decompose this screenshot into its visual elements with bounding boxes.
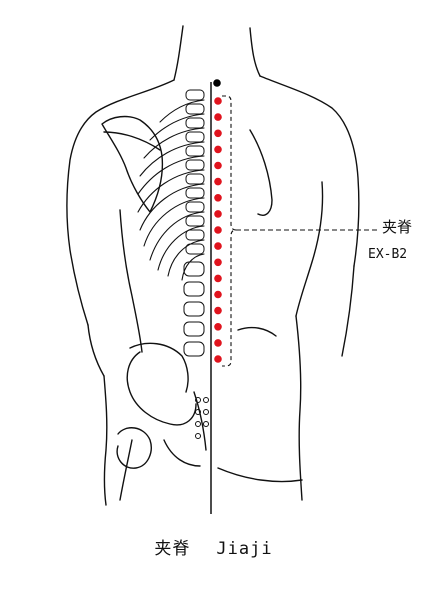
point-range-bracket [222,95,237,367]
jiaji-point [214,242,222,250]
jiaji-point [214,323,222,331]
left-iliac-crest [129,342,189,393]
right-shoulder-contour [259,75,360,267]
left-hip-joint [116,427,152,469]
jiaji-point [214,113,222,121]
sacrum [193,391,207,451]
right-arm [341,265,355,357]
jiaji-point [214,258,222,267]
head-base-left [173,25,184,81]
left-ischium [163,439,201,467]
left-femur-head [119,439,133,501]
vertebrae [183,89,209,439]
left-flank [119,209,143,353]
jiaji-point [214,210,222,218]
jiaji-point [214,194,222,202]
acupoint-group [213,79,222,363]
left-shoulder-contour [66,79,175,326]
left-scapula [101,115,164,213]
buttock-curve [217,467,303,483]
point-name-label: 夹脊 [382,218,412,236]
right-lumbar-fold [237,326,277,337]
caption-name-cn: 夹脊 [154,539,191,559]
jiaji-point [214,177,222,186]
right-waist [295,315,303,501]
jiaji-point [214,226,222,234]
right-flank [295,181,324,317]
head-base-right [249,27,261,77]
body-outline [66,25,360,506]
jiaji-point [214,145,222,154]
figure-caption: 夹脊 Jiaji [0,534,427,559]
left-pelvis-outline [126,351,197,426]
jiaji-point [214,306,222,315]
caption-name-pinyin: Jiaji [216,539,273,559]
jiaji-point [214,129,222,138]
jiaji-point [214,97,222,105]
reference-point [213,79,221,87]
ribcage [137,99,205,281]
left-arm-inner [87,324,105,377]
jiaji-point [214,355,222,363]
jiaji-point [214,161,222,170]
point-code-label: EX-B2 [368,247,407,262]
jiaji-point [214,290,222,299]
jiaji-point [214,274,222,283]
left-waist [103,375,108,506]
right-scapula [249,129,273,216]
jiaji-point [214,339,222,347]
